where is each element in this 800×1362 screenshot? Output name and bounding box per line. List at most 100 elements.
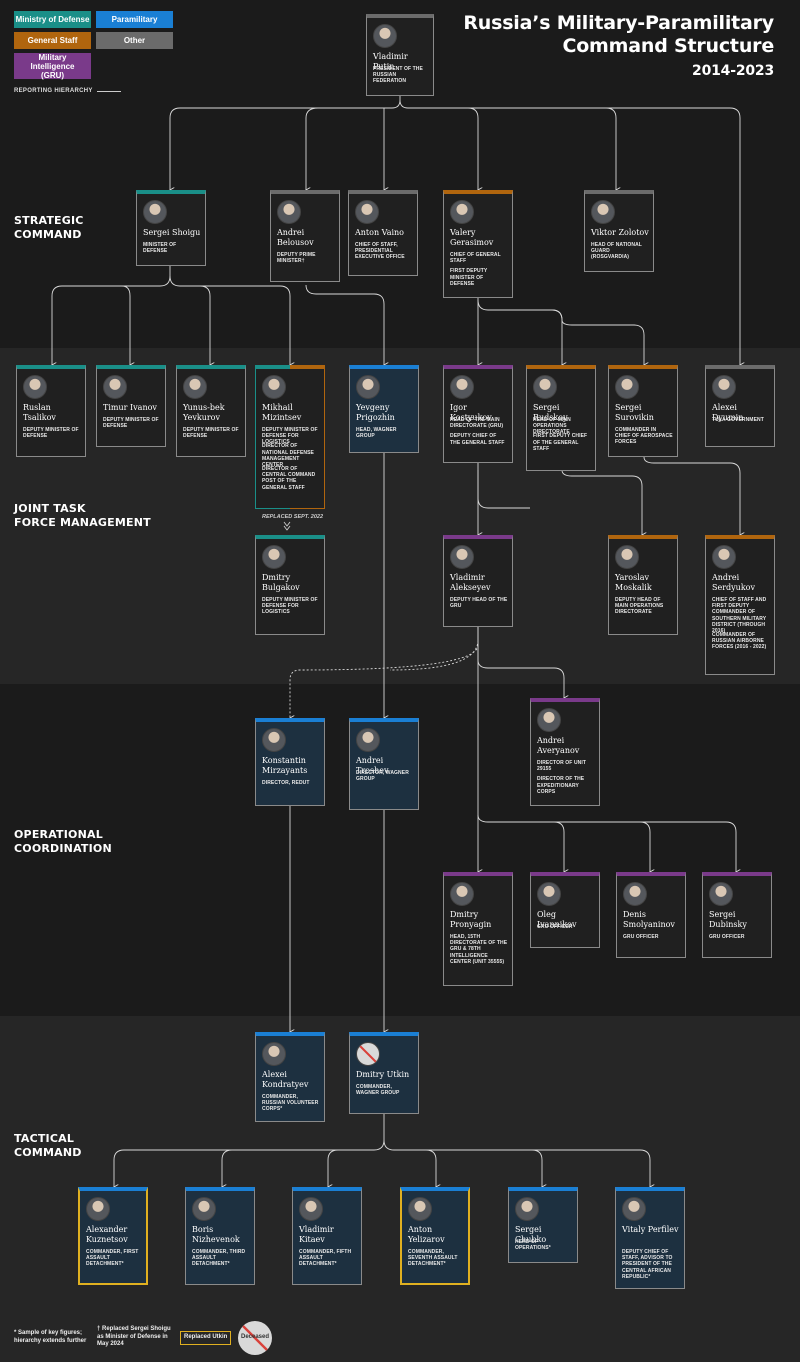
person-name: Dmitry Bulgakov bbox=[262, 573, 300, 592]
person-name: Andrei Troshev bbox=[356, 756, 389, 775]
person-name: Sergei Dubinsky bbox=[709, 910, 747, 929]
person-name: Yaroslav Moskalik bbox=[615, 573, 652, 592]
person-role: HEAD OF MAIN OPERATIONS DIRECTORATE bbox=[533, 417, 571, 436]
page-title: Russia’s Military-Paramilitary Command S… bbox=[463, 12, 774, 80]
footnote-sample: * Sample of key figures; hierarchy exten… bbox=[14, 1330, 87, 1344]
person-name: Andrei Serdyukov bbox=[712, 573, 756, 592]
section-tac: TACTICAL COMMAND bbox=[14, 1132, 82, 1159]
section-ops: OPERATIONAL COORDINATION bbox=[14, 828, 112, 855]
person-role: COMMANDER IN CHIEF OF AEROSPACE FORCES bbox=[615, 427, 673, 446]
person-role: DEPUTY MINISTER OF DEFENSE bbox=[183, 427, 239, 440]
portrait-photo bbox=[356, 728, 380, 752]
portrait-photo bbox=[712, 545, 736, 569]
person-name: Alexei Kondratyev bbox=[262, 1070, 309, 1089]
person-name: Vladimir Kitaev bbox=[299, 1225, 334, 1244]
portrait-photo bbox=[192, 1197, 216, 1221]
person-name: Anton Yelizarov bbox=[408, 1225, 445, 1244]
person-role3: DIRECTOR OF CENTRAL COMMAND POST OF THE … bbox=[262, 466, 316, 491]
person-name: Sergei Chubko bbox=[515, 1225, 547, 1244]
portrait-photo bbox=[709, 882, 733, 906]
person-role: GRU OFFICER bbox=[709, 934, 745, 940]
portrait-photo bbox=[537, 708, 561, 732]
portrait-photo bbox=[86, 1197, 110, 1221]
portrait-photo bbox=[262, 375, 286, 399]
portrait-photo bbox=[712, 375, 736, 399]
person-role: DEPUTY MINISTER OF DEFENSE FOR LOGISTICS bbox=[262, 427, 318, 446]
deceased-icon bbox=[242, 1325, 268, 1351]
person-name: Igor Kostyukov bbox=[450, 403, 492, 422]
person-role: CHIEF OF GENERAL STAFF bbox=[450, 252, 501, 265]
person-name: Alexander Kuznetsov bbox=[86, 1225, 128, 1244]
person-role: DEPUTY HEAD OF MAIN OPERATIONS DIRECTORA… bbox=[615, 597, 664, 616]
person-role: HEAD OF NATIONAL GUARD (ROSGVARDIA) bbox=[591, 242, 642, 261]
person-role: DEPUTY MINISTER OF DEFENSE bbox=[103, 417, 159, 430]
footnote-dagger: † Replaced Sergei Shoigu as Minister of … bbox=[97, 1326, 171, 1347]
legend-hierarchy: REPORTING HIERARCHY bbox=[14, 88, 93, 94]
person-role2: DEPUTY CHIEF OF THE GENERAL STAFF bbox=[450, 433, 505, 446]
person-role: DEPUTY PRIME MINISTER† bbox=[277, 252, 316, 265]
person-name: Konstantin Mirzayants bbox=[262, 756, 308, 775]
title-line-1: Russia’s Military-Paramilitary bbox=[463, 12, 774, 34]
title-years: 2014-2023 bbox=[692, 63, 774, 79]
section-jtf: JOINT TASK FORCE MANAGEMENT bbox=[14, 502, 151, 529]
person-name: Sergei Shoigu bbox=[143, 228, 201, 237]
portrait-photo bbox=[277, 200, 301, 224]
person-role2: COMMANDER OF RUSSIAN AIRBORNE FORCES (20… bbox=[712, 632, 767, 651]
portrait-photo bbox=[262, 545, 286, 569]
portrait-photo bbox=[356, 1042, 380, 1066]
portrait-photo bbox=[591, 200, 615, 224]
portrait-photo bbox=[450, 375, 474, 399]
person-role: COMMANDER, THIRD ASSAULT DETACHMENT* bbox=[192, 1249, 246, 1268]
portrait-photo bbox=[408, 1197, 432, 1221]
portrait-photo bbox=[356, 375, 380, 399]
legend-para: Paramilitary bbox=[96, 11, 173, 28]
person-role: DIRECTOR, REDUT bbox=[262, 780, 310, 786]
portrait-photo bbox=[450, 200, 474, 224]
person-name: Boris Nizhevenok bbox=[192, 1225, 240, 1244]
person-name: Viktor Zolotov bbox=[591, 228, 649, 237]
portrait-photo bbox=[615, 375, 639, 399]
person-role2: DIRECTOR OF NATIONAL DEFENSE MANAGEMENT … bbox=[262, 443, 314, 468]
person-role: HEAD OF OPERATIONS* bbox=[515, 1239, 551, 1252]
person-name: Andrei Belousov bbox=[277, 228, 314, 247]
portrait-photo bbox=[373, 24, 397, 48]
person-name: Sergei Surovikin bbox=[615, 403, 654, 422]
person-name: Vitaly Perfilev bbox=[622, 1225, 679, 1234]
title-line-2: Command Structure bbox=[562, 35, 774, 57]
person-role: TULA GOVERNMENT bbox=[712, 417, 764, 423]
person-name: Yevgeny Prigozhin bbox=[356, 403, 395, 422]
portrait-photo bbox=[262, 728, 286, 752]
person-name: Alexei Dyumin bbox=[712, 403, 744, 422]
section-strategic: STRATEGIC COMMAND bbox=[14, 214, 84, 241]
person-name: Dmitry Utkin bbox=[356, 1070, 410, 1079]
legend-gru: Military Intelligence (GRU) bbox=[14, 53, 91, 80]
person-role: GRU OFFICER bbox=[623, 934, 659, 940]
person-name: Timur Ivanov bbox=[103, 403, 157, 412]
portrait-photo bbox=[623, 882, 647, 906]
legend-gs: General Staff bbox=[14, 32, 91, 49]
person-role: DEPUTY MINISTER OF DEFENSE FOR LOGISTICS bbox=[262, 597, 318, 616]
legend-mod: Ministry of Defense bbox=[14, 11, 91, 28]
person-role: COMMANDER, FIRST ASSAULT DETACHMENT* bbox=[86, 1249, 139, 1268]
